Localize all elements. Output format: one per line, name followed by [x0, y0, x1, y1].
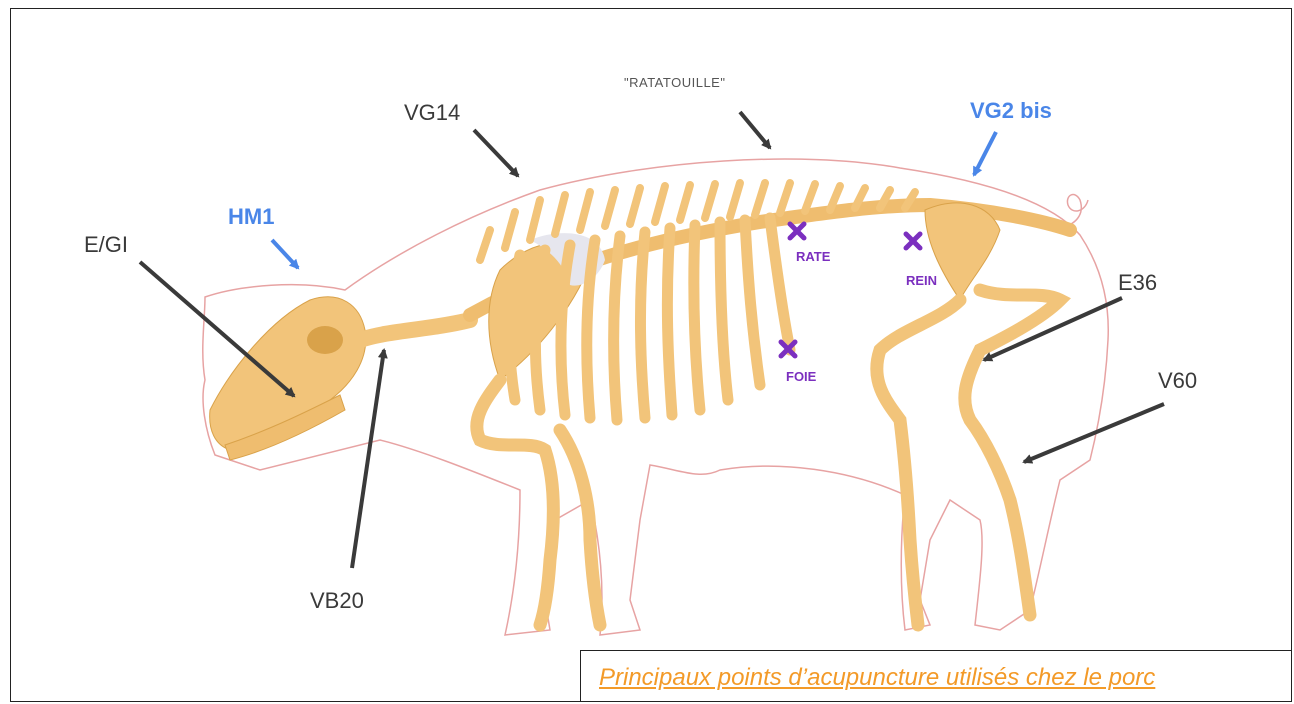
organ-label-rein: REIN	[906, 274, 937, 287]
label-v60: V60	[1158, 370, 1197, 392]
label-hm1: HM1	[228, 206, 274, 228]
eye-orbit	[307, 326, 343, 354]
arrow-v60	[1024, 404, 1164, 462]
arrow-hm1	[272, 240, 298, 268]
arrow-vb20	[352, 350, 384, 568]
arrow-ratatouille	[740, 112, 770, 148]
organ-label-rate: RATE	[796, 250, 830, 263]
label-ratatouille: "RATATOUILLE"	[624, 76, 725, 89]
label-egi: E/GI	[84, 234, 128, 256]
marker-rein	[906, 234, 920, 248]
marker-rate	[790, 224, 804, 238]
label-vb20: VB20	[310, 590, 364, 612]
label-vg14: VG14	[404, 102, 460, 124]
forelegs	[477, 380, 600, 625]
figure-caption: Principaux points d’acupuncture utilisés…	[599, 664, 1155, 692]
organ-label-foie: FOIE	[786, 370, 816, 383]
arrow-vg14	[474, 130, 518, 176]
caption-box: Principaux points d’acupuncture utilisés…	[580, 650, 1292, 702]
label-e36: E36	[1118, 272, 1157, 294]
label-vg2bis: VG2 bis	[970, 100, 1052, 122]
neck-vertebrae	[360, 320, 470, 340]
arrow-vg2bis	[974, 132, 996, 175]
